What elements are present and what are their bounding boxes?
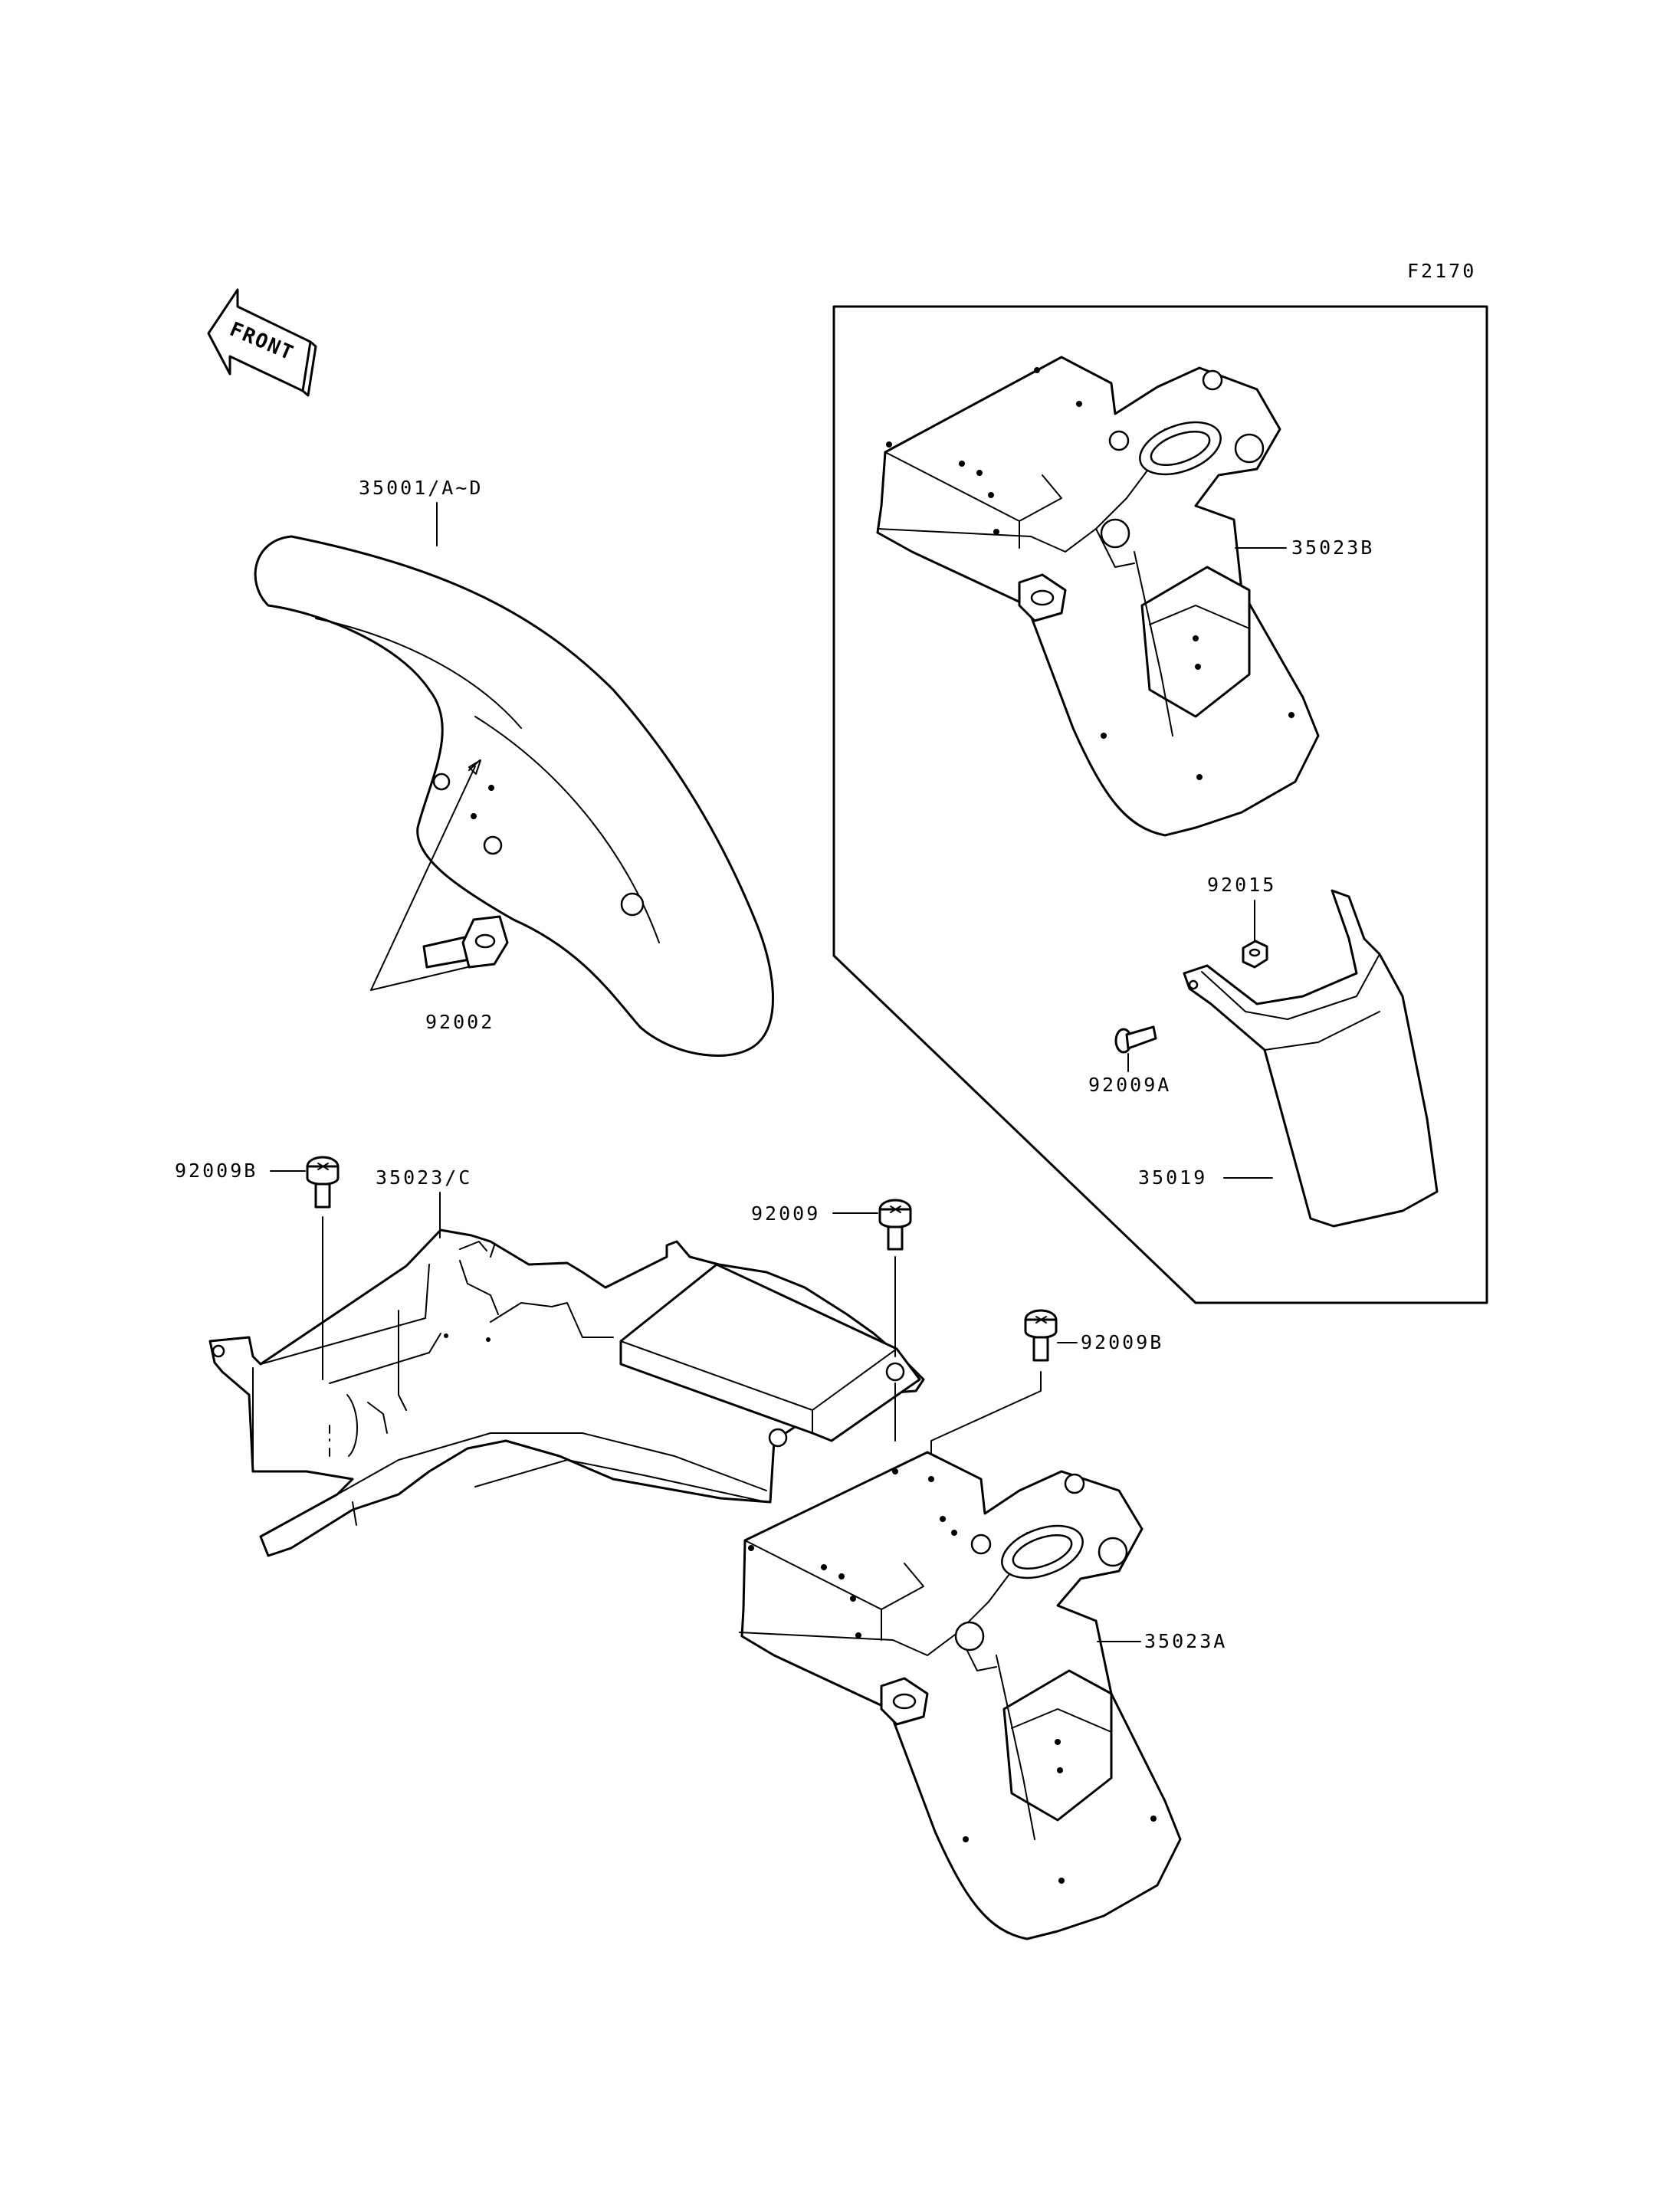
flange-bolt (422, 915, 509, 969)
callout-screw-b-left: 92009B (175, 1160, 258, 1182)
screw-center (878, 1199, 912, 1251)
screw-b-right (1024, 1309, 1058, 1362)
callout-screw-b-right: 92009B (1081, 1331, 1163, 1353)
inset-frame (832, 305, 1488, 1304)
callout-inner-fender: 35023/C (376, 1166, 472, 1189)
rear-flap (1183, 889, 1439, 1228)
callout-screw-a: 92009A (1088, 1074, 1171, 1096)
callout-rear-fender-b: 35023B (1291, 536, 1374, 559)
callout-nut: 92015 (1207, 874, 1276, 896)
screw-a (1114, 1025, 1157, 1054)
callout-rear-flap: 35019 (1138, 1166, 1207, 1189)
nut (1242, 940, 1268, 969)
callouts: 35001/A~D 92002 35023B 92015 92009A 3501… (175, 477, 1374, 1652)
front-arrow-icon: FRONT (207, 288, 317, 397)
callout-front-fender: 35001/A~D (359, 477, 483, 499)
front-label: FRONT (226, 318, 297, 366)
rear-fender-b (876, 356, 1320, 837)
front-fender (254, 535, 774, 1057)
callout-front-fender-bolt: 92002 (425, 1011, 494, 1033)
callout-screw: 92009 (751, 1202, 820, 1225)
screw-b-right-leader (930, 1371, 1042, 1457)
screw-b-left (306, 1156, 340, 1209)
figure-code: F2170 (1407, 260, 1476, 282)
inner-fender (208, 1228, 925, 1557)
rear-fender-a (739, 1451, 1182, 1940)
callout-rear-fender-a: 35023A (1144, 1630, 1227, 1652)
